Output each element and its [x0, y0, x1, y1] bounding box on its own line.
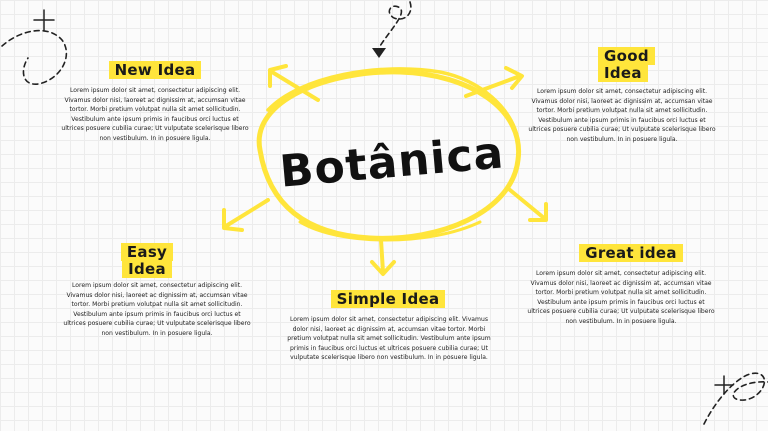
node-heading-simple-idea: Simple Idea [300, 290, 476, 308]
node-heading-good-idea: Good Idea [598, 47, 655, 82]
node-heading-text: Simple Idea [330, 290, 446, 308]
arrow-up-left [270, 70, 320, 102]
node-body-great-idea: Lorem ipsum dolor sit amet, consectetur … [527, 270, 715, 325]
node-heading-text: Great idea [579, 244, 683, 262]
node-heading-text: Good Idea [598, 47, 655, 82]
node-heading-great-idea: Great idea [556, 244, 706, 262]
sparkle-doodle [33, 9, 55, 31]
node-heading-easy-idea: Easy Idea [119, 243, 175, 278]
arrow-right-down [508, 188, 546, 220]
node-heading-text: Easy Idea [120, 243, 174, 278]
node-heading-text: New Idea [108, 61, 202, 79]
node-body-simple-idea: Lorem ipsum dolor sit amet, consectetur … [287, 316, 491, 362]
node-heading-new-idea: New Idea [80, 61, 230, 79]
node-body-easy-idea: Lorem ipsum dolor sit amet, consectetur … [63, 282, 251, 337]
dashed-arrow-doodle [379, 1, 412, 47]
arrow-down [379, 238, 385, 274]
node-body-new-idea: Lorem ipsum dolor sit amet, consectetur … [61, 87, 249, 142]
dashed-circle-doodle [1, 29, 68, 85]
dashed-curve-doodle [703, 372, 768, 425]
node-body-good-idea: Lorem ipsum dolor sit amet, consectetur … [528, 88, 716, 143]
central-title: Botânica [277, 127, 507, 198]
arrow-up-right [464, 74, 522, 98]
arrow-left-down [224, 198, 270, 228]
dashed-arrow-head [372, 48, 386, 58]
sparkle-doodle-2 [714, 375, 734, 395]
